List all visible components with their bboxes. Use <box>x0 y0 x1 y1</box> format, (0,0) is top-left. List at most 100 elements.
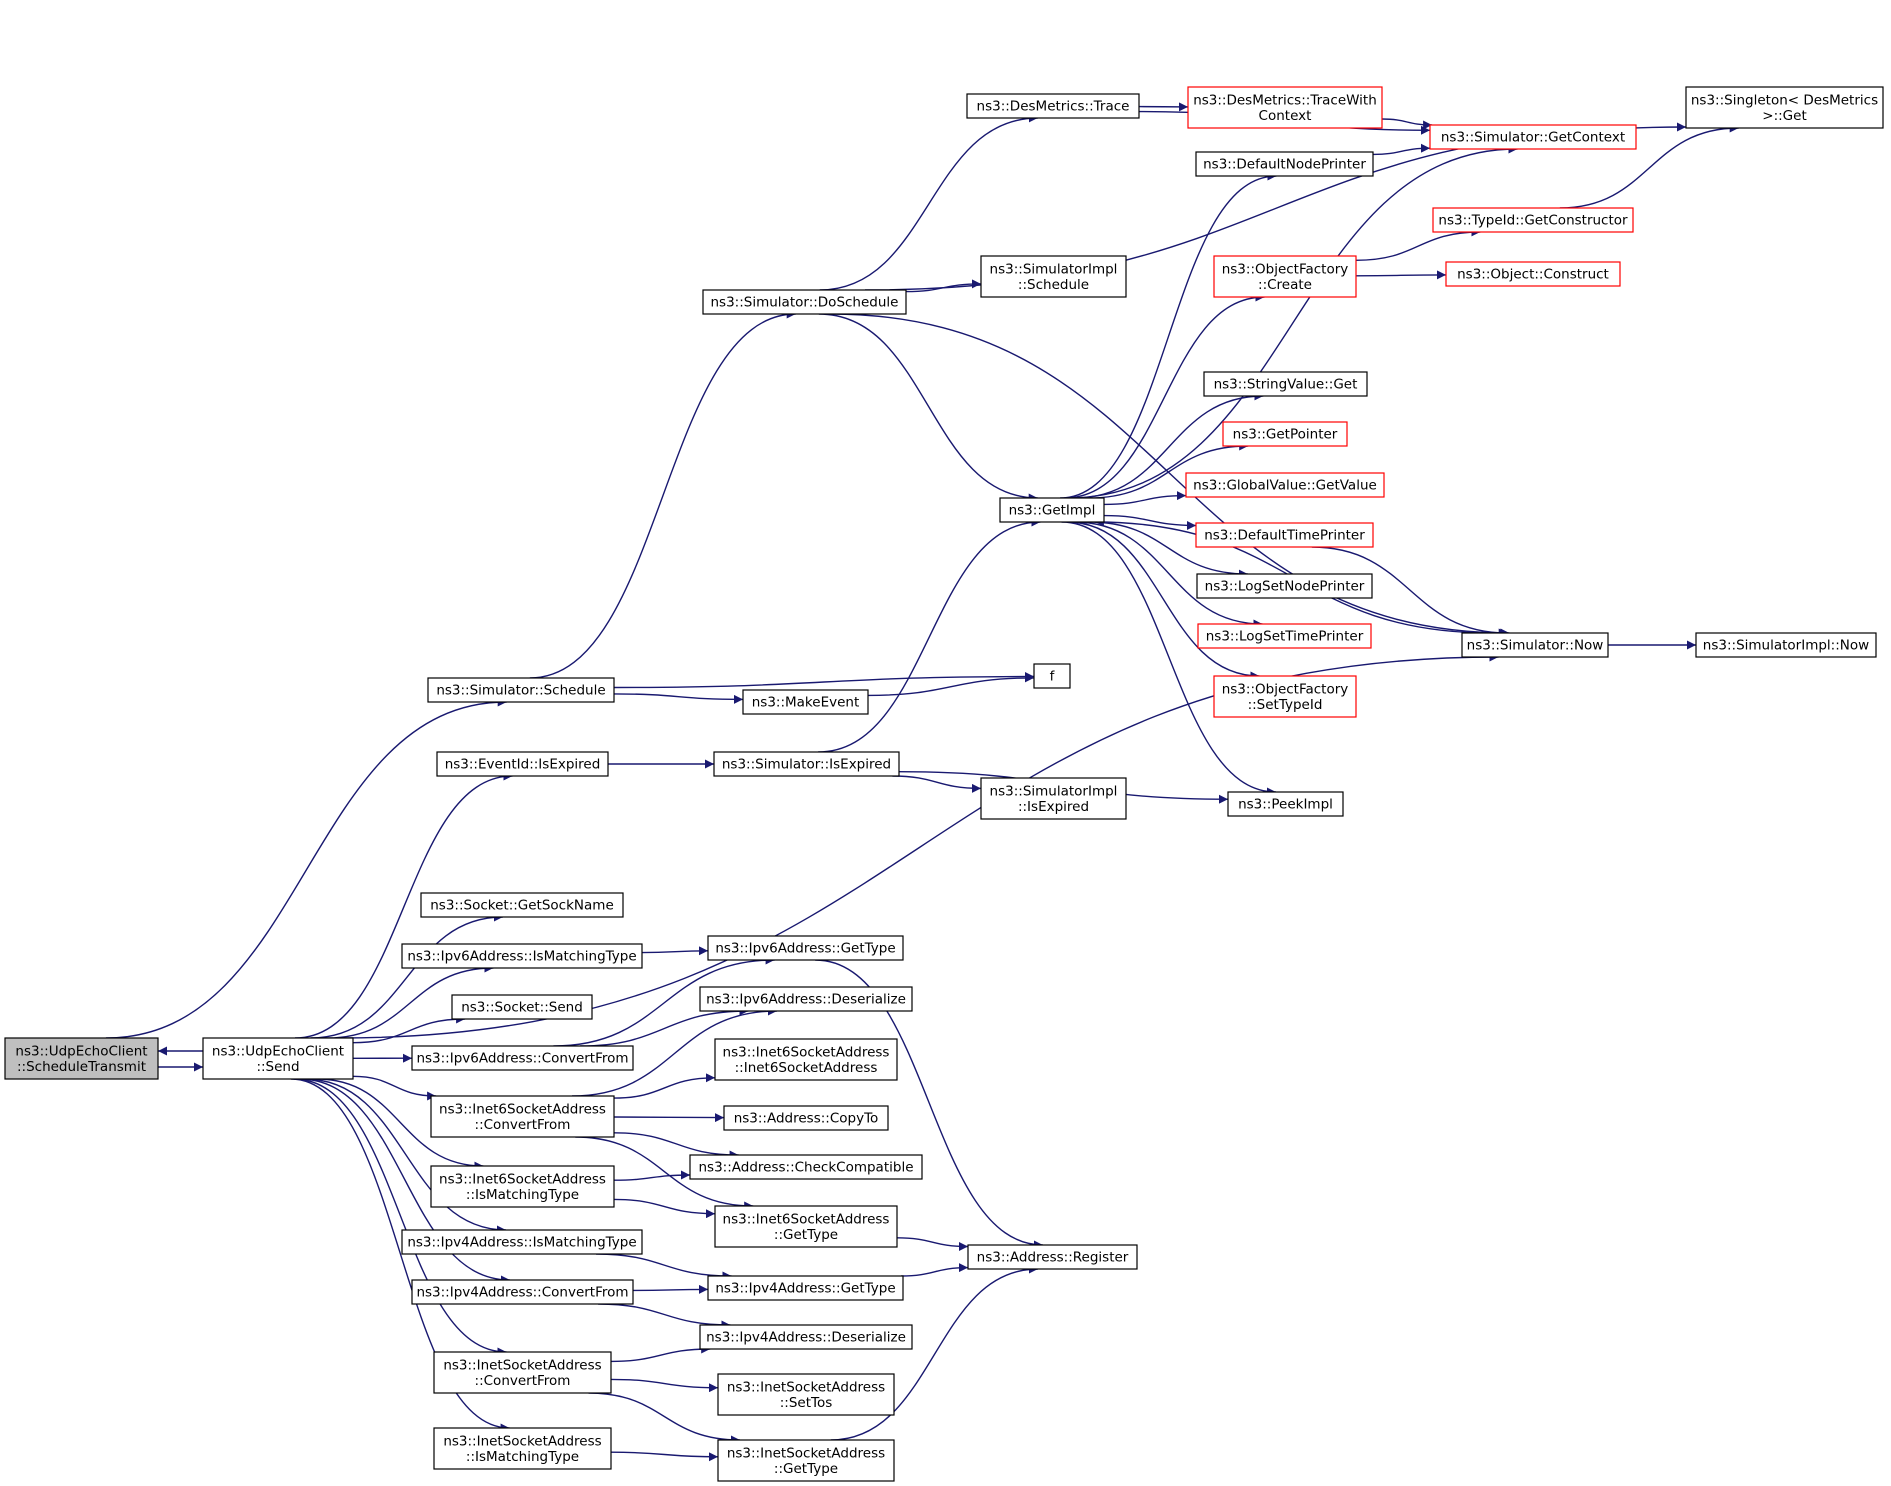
node-box[interactable] <box>202 1037 354 1080</box>
node-box[interactable] <box>966 93 1140 119</box>
node-box[interactable] <box>427 677 615 703</box>
node-box[interactable] <box>430 1095 615 1138</box>
node-globalvalue[interactable]: ns3::GlobalValue::GetValue <box>1185 472 1385 498</box>
node-stringvalue-get[interactable]: ns3::StringValue::Get <box>1203 371 1368 397</box>
node-f[interactable]: f <box>1033 663 1071 689</box>
node-box[interactable] <box>714 1205 898 1248</box>
node-box[interactable] <box>1033 663 1071 689</box>
node-box[interactable] <box>1227 791 1344 817</box>
node-socket-send[interactable]: ns3::Socket::Send <box>451 994 593 1020</box>
node-object-construct[interactable]: ns3::Object::Construct <box>1445 261 1621 287</box>
node-inet6-gettype[interactable]: ns3::Inet6SocketAddress::GetType <box>714 1205 898 1248</box>
node-box[interactable] <box>420 892 624 918</box>
node-box[interactable] <box>1461 632 1609 658</box>
node-box[interactable] <box>702 289 907 315</box>
node-address-checkcompat[interactable]: ns3::Address::CheckCompatible <box>689 1154 923 1180</box>
node-box[interactable] <box>967 1244 1138 1270</box>
node-getcontext[interactable]: ns3::Simulator::GetContext <box>1429 124 1637 150</box>
node-typeid-getctor[interactable]: ns3::TypeId::GetConstructor <box>1432 207 1634 233</box>
node-schedtx[interactable]: ns3::UdpEchoClient::ScheduleTransmit <box>4 1037 159 1080</box>
node-ipv4-deserialize[interactable]: ns3::Ipv4Address::Deserialize <box>699 1324 913 1350</box>
node-box[interactable] <box>433 1351 612 1394</box>
node-logsettime[interactable]: ns3::LogSetTimePrinter <box>1197 623 1372 649</box>
node-inet-gettype[interactable]: ns3::InetSocketAddress::GetType <box>717 1439 895 1482</box>
node-box[interactable] <box>723 1105 889 1131</box>
node-box[interactable] <box>436 751 609 777</box>
node-ipv6-ismatching[interactable]: ns3::Ipv6Address::IsMatchingType <box>401 943 643 969</box>
node-box[interactable] <box>1695 632 1877 658</box>
node-box[interactable] <box>980 777 1127 820</box>
node-box[interactable] <box>717 1439 895 1482</box>
node-logsetnode[interactable]: ns3::LogSetNodePrinter <box>1196 573 1373 599</box>
node-inet-ismatching[interactable]: ns3::InetSocketAddress::IsMatchingType <box>433 1427 612 1470</box>
node-getimpl[interactable]: ns3::GetImpl <box>999 497 1105 523</box>
node-sim-schedule[interactable]: ns3::Simulator::Schedule <box>427 677 615 703</box>
node-socket-getsockname[interactable]: ns3::Socket::GetSockName <box>420 892 624 918</box>
node-simimpl-schedule[interactable]: ns3::SimulatorImpl::Schedule <box>980 255 1127 298</box>
node-send[interactable]: ns3::UdpEchoClient::Send <box>202 1037 354 1080</box>
node-box[interactable] <box>713 751 900 777</box>
node-ipv6-deserialize[interactable]: ns3::Ipv6Address::Deserialize <box>699 986 913 1012</box>
node-ipv4-ismatching[interactable]: ns3::Ipv4Address::IsMatchingType <box>401 1229 643 1255</box>
node-singleton[interactable]: ns3::Singleton< DesMetrics>::Get <box>1685 86 1884 129</box>
node-box[interactable] <box>717 1373 895 1416</box>
node-objfactory-create[interactable]: ns3::ObjectFactory::Create <box>1213 255 1357 298</box>
node-deftimeprinter[interactable]: ns3::DefaultTimePrinter <box>1195 522 1374 548</box>
node-simimpl-now[interactable]: ns3::SimulatorImpl::Now <box>1695 632 1877 658</box>
node-box[interactable] <box>999 497 1105 523</box>
node-box[interactable] <box>707 935 904 961</box>
node-box[interactable] <box>1196 573 1373 599</box>
node-box[interactable] <box>1187 86 1383 129</box>
node-box[interactable] <box>1432 207 1634 233</box>
node-doschedule[interactable]: ns3::Simulator::DoSchedule <box>702 289 907 315</box>
node-box[interactable] <box>451 994 593 1020</box>
node-box[interactable] <box>1195 522 1374 548</box>
node-box[interactable] <box>1222 421 1348 447</box>
node-box[interactable] <box>742 689 869 715</box>
node-sim-now[interactable]: ns3::Simulator::Now <box>1461 632 1609 658</box>
node-box[interactable] <box>707 1275 904 1301</box>
node-ipv4-gettype[interactable]: ns3::Ipv4Address::GetType <box>707 1275 904 1301</box>
node-box[interactable] <box>401 943 643 969</box>
node-defnodeprinter[interactable]: ns3::DefaultNodePrinter <box>1195 151 1374 177</box>
node-address-register[interactable]: ns3::Address::Register <box>967 1244 1138 1270</box>
node-box[interactable] <box>699 1324 913 1350</box>
node-box[interactable] <box>411 1045 634 1071</box>
node-box[interactable] <box>1685 86 1884 129</box>
node-box[interactable] <box>4 1037 159 1080</box>
node-box[interactable] <box>1213 675 1357 718</box>
node-box[interactable] <box>411 1279 634 1305</box>
node-box[interactable] <box>1203 371 1368 397</box>
node-box[interactable] <box>699 986 913 1012</box>
node-getpointer[interactable]: ns3::GetPointer <box>1222 421 1348 447</box>
node-box[interactable] <box>689 1154 923 1180</box>
node-ipv4-convertfrom[interactable]: ns3::Ipv4Address::ConvertFrom <box>411 1279 634 1305</box>
node-inet6-ctor[interactable]: ns3::Inet6SocketAddress::Inet6SocketAddr… <box>714 1038 898 1081</box>
node-box[interactable] <box>1429 124 1637 150</box>
node-objfactory-settypeid[interactable]: ns3::ObjectFactory::SetTypeId <box>1213 675 1357 718</box>
node-desmetrics-trace[interactable]: ns3::DesMetrics::Trace <box>966 93 1140 119</box>
node-peekimpl[interactable]: ns3::PeekImpl <box>1227 791 1344 817</box>
node-box[interactable] <box>1445 261 1621 287</box>
node-box[interactable] <box>1213 255 1357 298</box>
node-box[interactable] <box>714 1038 898 1081</box>
node-simimpl-isexpired[interactable]: ns3::SimulatorImpl::IsExpired <box>980 777 1127 820</box>
node-inet-convertfrom[interactable]: ns3::InetSocketAddress::ConvertFrom <box>433 1351 612 1394</box>
node-box[interactable] <box>1197 623 1372 649</box>
node-inet6-convertfrom[interactable]: ns3::Inet6SocketAddress::ConvertFrom <box>430 1095 615 1138</box>
node-box[interactable] <box>980 255 1127 298</box>
node-sim-isexpired[interactable]: ns3::Simulator::IsExpired <box>713 751 900 777</box>
node-inet6-ismatching[interactable]: ns3::Inet6SocketAddress::IsMatchingType <box>430 1165 615 1208</box>
node-address-copyto[interactable]: ns3::Address::CopyTo <box>723 1105 889 1131</box>
node-box[interactable] <box>433 1427 612 1470</box>
node-ipv6-convertfrom[interactable]: ns3::Ipv6Address::ConvertFrom <box>411 1045 634 1071</box>
node-eventid-isexpired[interactable]: ns3::EventId::IsExpired <box>436 751 609 777</box>
node-ipv6-gettype[interactable]: ns3::Ipv6Address::GetType <box>707 935 904 961</box>
node-makeevent[interactable]: ns3::MakeEvent <box>742 689 869 715</box>
node-box[interactable] <box>430 1165 615 1208</box>
node-box[interactable] <box>401 1229 643 1255</box>
node-inet-settos[interactable]: ns3::InetSocketAddress::SetTos <box>717 1373 895 1416</box>
node-box[interactable] <box>1185 472 1385 498</box>
node-box[interactable] <box>1195 151 1374 177</box>
